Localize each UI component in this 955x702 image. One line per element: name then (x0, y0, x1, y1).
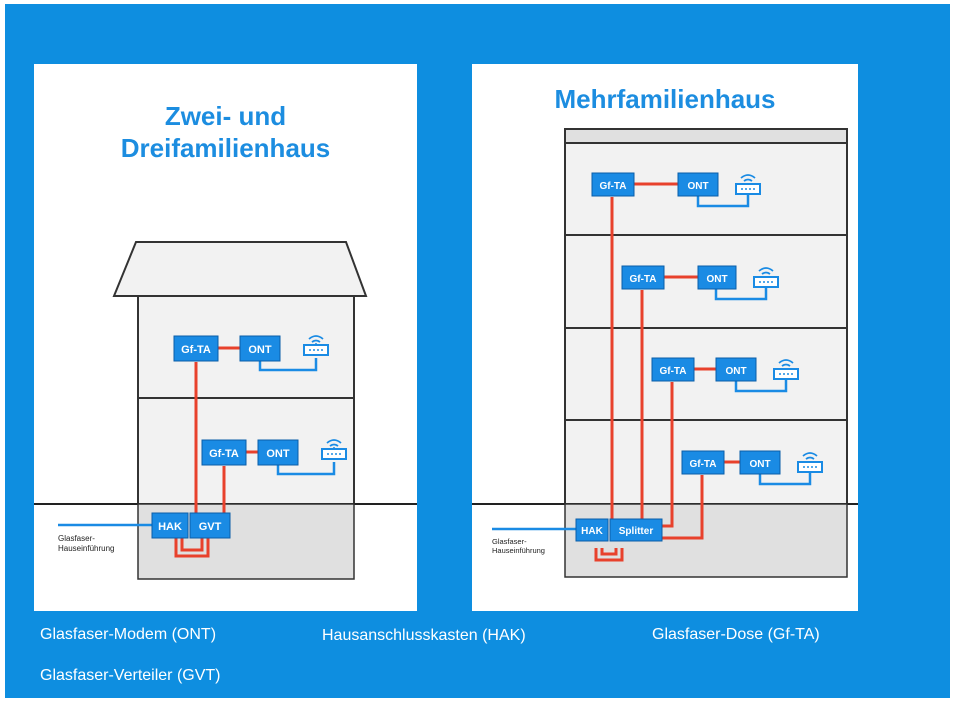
hak-label-right: HAK (581, 526, 603, 537)
cable-lower-ont-router (276, 460, 336, 476)
legend-gfta: Glasfaser-Dose (Gf-TA) (652, 626, 820, 643)
floor-2-gfta-label: Gf-TA (629, 274, 656, 285)
upper-ont-box: ONT (239, 335, 281, 362)
multi-family-house-diagram: Gf-TA ONT Gf-TA ONT Gf-TA ONT (472, 128, 858, 578)
title-line-2: Dreifamilienhaus (120, 133, 331, 163)
building-roof (564, 128, 848, 144)
fiber-loop-outer (174, 538, 210, 558)
entry-label-line-1: Glasfaser- (58, 534, 95, 543)
panel-two-family-house: Zwei- und Dreifamilienhaus Gf-TA (34, 64, 417, 611)
floor-3-ont-box (715, 357, 757, 382)
gvt-box: GVT (189, 512, 231, 539)
two-family-house-diagram: Gf-TA ONT Gf-TA ONT (34, 241, 417, 580)
panel-title-two-family: Zwei- und Dreifamilienhaus (34, 100, 417, 164)
floor-3-router-icon (773, 359, 799, 380)
gvt-label: GVT (199, 521, 222, 533)
hak-label: HAK (158, 521, 182, 533)
legend-gvt: Glasfaser-Verteiler (GVT) (40, 667, 221, 684)
fiber-loop-outer-right (594, 548, 624, 562)
floor-1-router-icon (735, 174, 761, 195)
cable-floor-4 (758, 472, 812, 486)
floor-1-gfta-box (591, 172, 635, 197)
floor-4-gfta-box (681, 450, 725, 475)
splitter-label: Splitter (619, 526, 654, 537)
cable-floor-3 (734, 379, 788, 393)
upper-router-icon (303, 335, 329, 356)
floor-4-ont-box (739, 450, 781, 475)
floor-2-ont-box (697, 265, 737, 290)
legend-ont: Glasfaser-Modem (ONT) (40, 626, 217, 643)
entry-label-right-line-2: Hauseinführung (492, 546, 545, 555)
floor-1-ont-box (677, 172, 719, 197)
entry-label-line-2: Hauseinführung (58, 544, 114, 553)
fiber-loop-inner-right (600, 548, 618, 556)
floor-4-router-icon (797, 452, 823, 473)
lower-router-icon (321, 439, 347, 460)
floor-3-ont-label: ONT (725, 366, 746, 377)
lower-gfta-box: Gf-TA (201, 439, 247, 466)
upper-ont-label: ONT (248, 344, 272, 356)
entry-label-right-line-1: Glasfaser- (492, 537, 527, 546)
hak-box: HAK (151, 512, 189, 539)
floor-4-gfta-label: Gf-TA (689, 459, 716, 470)
floor-1-gfta-label: Gf-TA (599, 181, 626, 192)
floor-3-gfta-label: Gf-TA (659, 366, 686, 377)
cable-floor-2 (714, 287, 768, 301)
lower-ont-label: ONT (266, 448, 290, 460)
title-line-1: Zwei- und (164, 101, 287, 131)
floor-2-ont-label: ONT (706, 274, 727, 285)
riser-floor-3 (662, 382, 674, 528)
lower-gfta-label: Gf-TA (209, 448, 239, 460)
floor-2-router-icon (753, 267, 779, 288)
splitter-box (609, 518, 663, 542)
upper-gfta-box: Gf-TA (173, 335, 219, 362)
fiber-loop-inner (180, 538, 204, 552)
upper-gfta-label: Gf-TA (181, 344, 211, 356)
floor-3-gfta-box (651, 357, 695, 382)
house-roof (112, 241, 368, 297)
legend-hak: Hausanschlusskasten (HAK) (322, 627, 526, 644)
floor-2-gfta-box (621, 265, 665, 290)
panel-title-multi-family: Mehrfamilienhaus (554, 84, 776, 114)
lower-ont-box: ONT (257, 439, 299, 466)
floor-4-ont-label: ONT (749, 459, 770, 470)
floor-3 (564, 327, 848, 421)
floor-1-ont-label: ONT (687, 181, 708, 192)
cable-floor-1 (696, 194, 750, 208)
riser-floor-4 (662, 475, 704, 540)
hak-box-right (575, 518, 609, 542)
cable-upper-ont-router (258, 356, 318, 372)
panel-multi-family-house: Mehrfamilienhaus Gf-TA (472, 64, 858, 611)
